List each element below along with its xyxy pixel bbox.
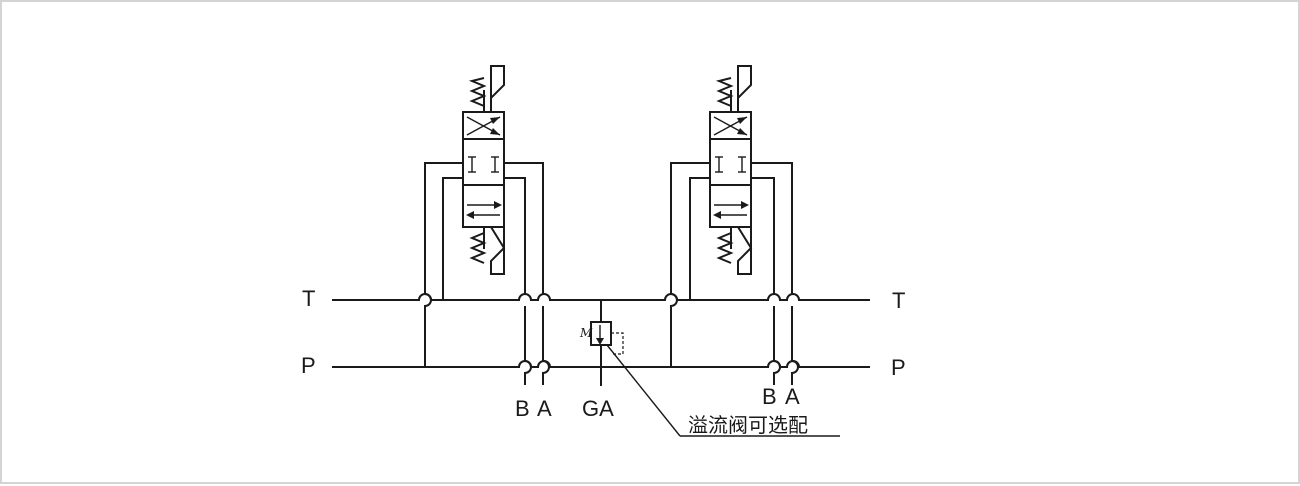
valve-1-detent-top (490, 65, 505, 101)
valve-1-spring-bottom (469, 232, 487, 264)
relief-spring-mark: M (579, 326, 593, 340)
relief-valve (590, 300, 840, 437)
valve-2-spring-top (715, 77, 734, 107)
relief-valve-note: 溢流阀可选配 (688, 413, 808, 437)
tank-label-left: T (302, 286, 315, 311)
note-leader-line (606, 344, 681, 437)
valve-2-spring-bottom (716, 232, 734, 264)
tank-line (332, 293, 870, 301)
valve-1-spring-top (468, 77, 487, 107)
valve-2-detent-top (737, 65, 752, 101)
valve-1-port-a: A (537, 396, 552, 421)
valve-2-port-b: B (762, 384, 777, 409)
tank-label-right: T (892, 288, 905, 313)
pressure-label-left: P (301, 353, 316, 378)
valve-1-detent-bottom (489, 226, 506, 275)
valve-2-port-a: A (785, 384, 800, 409)
valve-1-body (462, 111, 505, 228)
directional-valve-2 (670, 65, 799, 385)
valve-2-detent-bottom (736, 226, 753, 275)
valve-1-port-b: B (515, 396, 530, 421)
gauge-port-label: GA (582, 396, 614, 421)
directional-valve-1 (424, 65, 550, 385)
valve-2-body (709, 111, 752, 228)
pressure-label-right: P (891, 355, 906, 380)
